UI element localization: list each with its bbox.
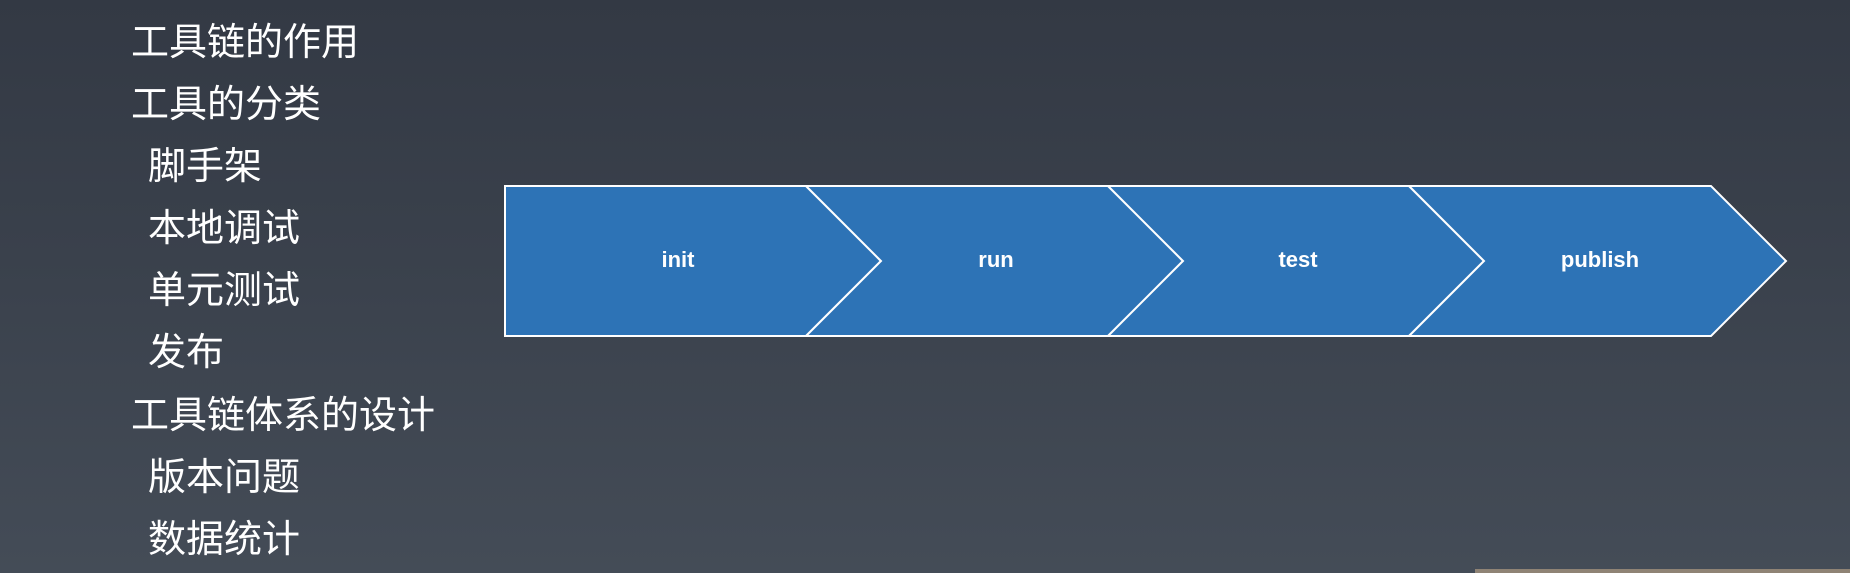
flow-step-publish: publish [1406,185,1788,337]
outline-item-toolchain-purpose: 工具链的作用 [131,20,360,64]
flow-step-run-label: run [978,247,1013,272]
flow-step-publish-label: publish [1561,247,1639,272]
outline-item-publish: 发布 [148,330,225,374]
outline-item-local-debugging: 本地调试 [148,206,301,250]
outline-list: 工具链的作用 工具的分类 脚手架 本地调试 单元测试 发布 工具链体系的设计 版… [0,0,500,573]
outline-item-unit-testing: 单元测试 [148,268,301,312]
flow-step-init-label: init [662,247,696,272]
bottom-edge-strip [1475,569,1850,573]
outline-item-data-statistics: 数据统计 [148,517,301,561]
outline-item-scaffolding: 脚手架 [148,144,263,188]
outline-item-toolchain-design: 工具链体系的设计 [131,393,436,437]
flow-step-publish-shape [1406,185,1788,337]
flow-step-init: init [504,185,883,337]
outline-item-version-issues: 版本问题 [148,455,301,499]
outline-item-tool-categories: 工具的分类 [131,82,322,126]
flow-step-test-label: test [1278,247,1318,272]
